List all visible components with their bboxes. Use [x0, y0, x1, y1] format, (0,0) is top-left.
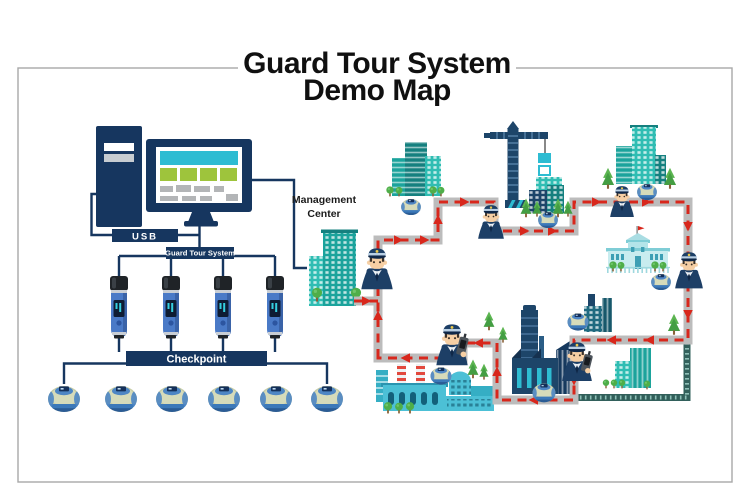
- usb-label-bar: USB: [112, 229, 178, 243]
- system-label-bar: Guard Tour System: [165, 247, 235, 259]
- handheld-reader-icon: [266, 276, 284, 339]
- monitor-stand: [188, 212, 214, 222]
- handheld-reader-icon: [110, 276, 128, 339]
- monitor-map-cable: [252, 178, 307, 270]
- city-buildings-bottom-right: [602, 348, 651, 390]
- checkpoint-label-bar: Checkpoint: [126, 351, 267, 366]
- title-line-1: Guard Tour System: [243, 47, 511, 80]
- chimney: [397, 364, 425, 386]
- management-center-label-line1: Management: [292, 194, 357, 206]
- checkpoint-tag-icon: [308, 386, 346, 413]
- city-buildings-top-left: [386, 142, 445, 197]
- computer-tower-icon: [96, 126, 142, 227]
- industrial-plant-center: [512, 305, 570, 394]
- guard-with-reader-icon: [436, 324, 470, 365]
- guard-tour-system-bus: Guard Tour System Checkpoint: [45, 247, 346, 413]
- desktop-computer: USB: [90, 126, 307, 270]
- perimeter-fence: [577, 343, 691, 401]
- system-bar-label: Guard Tour System: [165, 249, 235, 258]
- map-checkpoint-icon: [649, 274, 673, 291]
- factory-bottom-left: [376, 354, 494, 414]
- guard-icon: [675, 252, 703, 289]
- handheld-reader-icon: [162, 276, 180, 339]
- title-line-2: Demo Map: [303, 74, 451, 107]
- checkpoint-bar-label: Checkpoint: [167, 354, 227, 366]
- management-center: Management Center: [292, 194, 362, 306]
- map-checkpoint-icon: [399, 199, 423, 216]
- factory-right-mid: [584, 294, 612, 332]
- management-center-label-line2: Center: [307, 208, 340, 220]
- monitor-icon: [146, 139, 252, 227]
- usb-label: USB: [132, 232, 158, 243]
- checkpoint-tag-icon: [45, 386, 83, 413]
- guard-icon: [361, 248, 393, 290]
- tower-usb-cable: [90, 192, 112, 237]
- checkpoint-tag-icon: [257, 386, 295, 413]
- checkpoint-tag-icon: [153, 386, 191, 413]
- page-title: Guard Tour System Demo Map: [238, 40, 516, 107]
- checkpoint-tag-icon: [102, 386, 140, 413]
- checkpoint-tag-icon: [205, 386, 243, 413]
- management-center-building: [309, 229, 358, 306]
- mansion-building: [606, 226, 670, 273]
- map-checkpoint-icon: [536, 212, 560, 229]
- patrol-path: [354, 197, 693, 405]
- construction-crane-icon: [484, 121, 551, 208]
- guard-icon: [478, 205, 504, 239]
- title-backdrop: [238, 40, 516, 102]
- city-buildings-top-right: [616, 125, 666, 184]
- handheld-reader-icon: [214, 276, 232, 339]
